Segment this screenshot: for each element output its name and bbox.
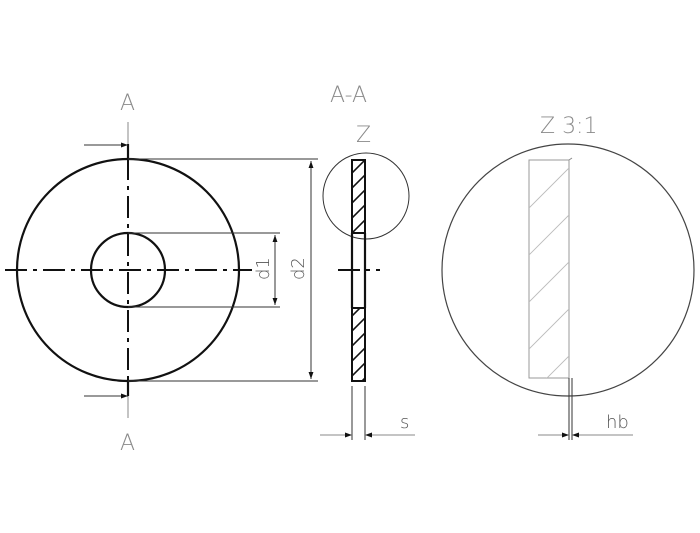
d1-label: d1 [253,257,274,280]
section-label-top: A [120,91,135,116]
section-view: A-A Z s [320,83,415,440]
detail-view-title: Z 3:1 [540,114,597,139]
hb-label: hb [606,412,629,433]
d2-label: d2 [288,257,309,280]
detail-marker-label: Z [356,123,371,148]
detail-circle [441,143,695,397]
detail-view: Z 3:1 hb [441,114,695,440]
section-label-bottom: A [120,431,135,456]
section-view-title: A-A [330,83,367,108]
washer-section-bottom [351,307,366,382]
front-view: A A d1 d2 [5,91,318,456]
s-label: s [400,412,409,433]
detail-washer-section [528,159,570,379]
